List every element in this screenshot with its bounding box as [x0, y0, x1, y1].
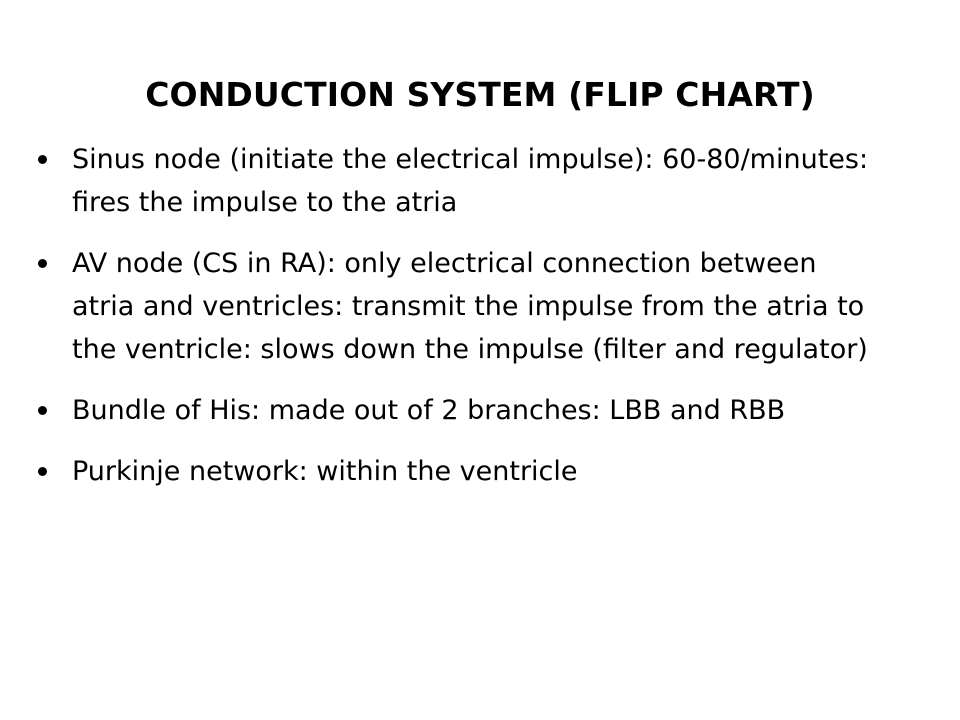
bullet-icon [38, 467, 47, 476]
bullet-text: Sinus node (initiate the electrical impu… [72, 144, 869, 218]
bullet-list: Sinus node (initiate the electrical impu… [34, 138, 884, 511]
slide-title: CONDUCTION SYSTEM (FLIP CHART) [145, 75, 815, 114]
bullet-item-bundle-of-his: Bundle of His: made out of 2 branches: L… [34, 389, 884, 432]
bullet-item-av-node: AV node (CS in RA): only electrical conn… [34, 242, 884, 371]
bullet-text: Purkinje network: within the ventricle [72, 456, 578, 487]
bullet-icon [38, 406, 47, 415]
bullet-item-purkinje-network: Purkinje network: within the ventricle [34, 450, 884, 493]
bullet-text: Bundle of His: made out of 2 branches: L… [72, 395, 786, 426]
bullet-icon [38, 259, 47, 268]
bullet-item-sinus-node: Sinus node (initiate the electrical impu… [34, 138, 884, 224]
bullet-text: AV node (CS in RA): only electrical conn… [72, 248, 868, 365]
bullet-icon [38, 155, 47, 164]
